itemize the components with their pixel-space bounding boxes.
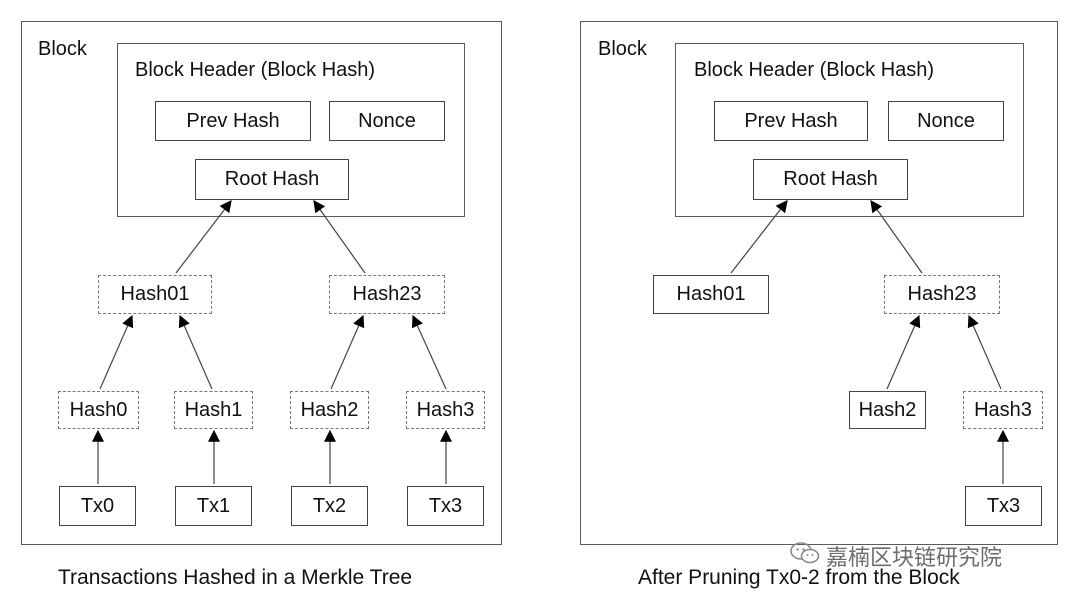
right-arrow-hash23-root — [870, 200, 923, 274]
right-prev-hash-box: Prev Hash — [714, 101, 868, 141]
left-hash1-box: Hash1 — [174, 391, 253, 429]
right-arrow-hash01-root — [730, 200, 788, 274]
left-tx0-box: Tx0 — [59, 486, 136, 526]
left-tx3-box: Tx3 — [407, 486, 484, 526]
right-nonce-box: Nonce — [888, 101, 1004, 141]
right-arrow-hash3-hash23 — [967, 314, 1002, 390]
right-hash3-box: Hash3 — [963, 391, 1043, 429]
left-caption: Transactions Hashed in a Merkle Tree — [58, 566, 413, 589]
left-block-header-frame — [117, 43, 465, 217]
left-prev-hash-box: Prev Hash — [155, 101, 311, 141]
left-arrow-hash1-hash01 — [178, 314, 213, 390]
left-arrow-hash2-hash23 — [330, 314, 365, 390]
left-arrow-hash23-root — [313, 200, 366, 274]
wechat-icon — [790, 541, 820, 571]
watermark: 嘉楠区块链研究院 — [790, 540, 1002, 572]
left-tx2-box: Tx2 — [291, 486, 368, 526]
right-caption: After Pruning Tx0-2 from the Block — [638, 566, 960, 589]
right-arrow-hash2-hash23 — [886, 314, 921, 390]
left-block-frame — [21, 21, 502, 545]
watermark-text: 嘉楠区块链研究院 — [826, 545, 1003, 570]
right-tx3-box: Tx3 — [965, 486, 1042, 526]
left-hash2-box: Hash2 — [290, 391, 369, 429]
left-hash0-box: Hash0 — [58, 391, 139, 429]
left-hash3-box: Hash3 — [406, 391, 485, 429]
right-block-frame — [580, 21, 1058, 545]
left-nonce-box: Nonce — [329, 101, 445, 141]
left-block-label: Block — [38, 38, 87, 60]
right-hash23-box: Hash23 — [884, 275, 1000, 314]
right-root-hash-box: Root Hash — [753, 159, 908, 200]
left-tx1-box: Tx1 — [175, 486, 252, 526]
right-block-header-frame — [675, 43, 1024, 217]
right-block-header-label: Block Header (Block Hash) — [694, 59, 935, 81]
left-hash23-box: Hash23 — [329, 275, 445, 314]
left-arrow-hash3-hash23 — [411, 314, 447, 390]
right-hash01-box: Hash01 — [653, 275, 769, 314]
left-arrow-hash0-hash01 — [99, 314, 134, 390]
left-root-hash-box: Root Hash — [195, 159, 349, 200]
left-block-header-label: Block Header (Block Hash) — [135, 59, 376, 81]
right-block-label: Block — [598, 38, 647, 60]
right-hash2-box: Hash2 — [849, 391, 926, 429]
left-arrow-hash01-root — [175, 200, 232, 274]
left-hash01-box: Hash01 — [98, 275, 212, 314]
